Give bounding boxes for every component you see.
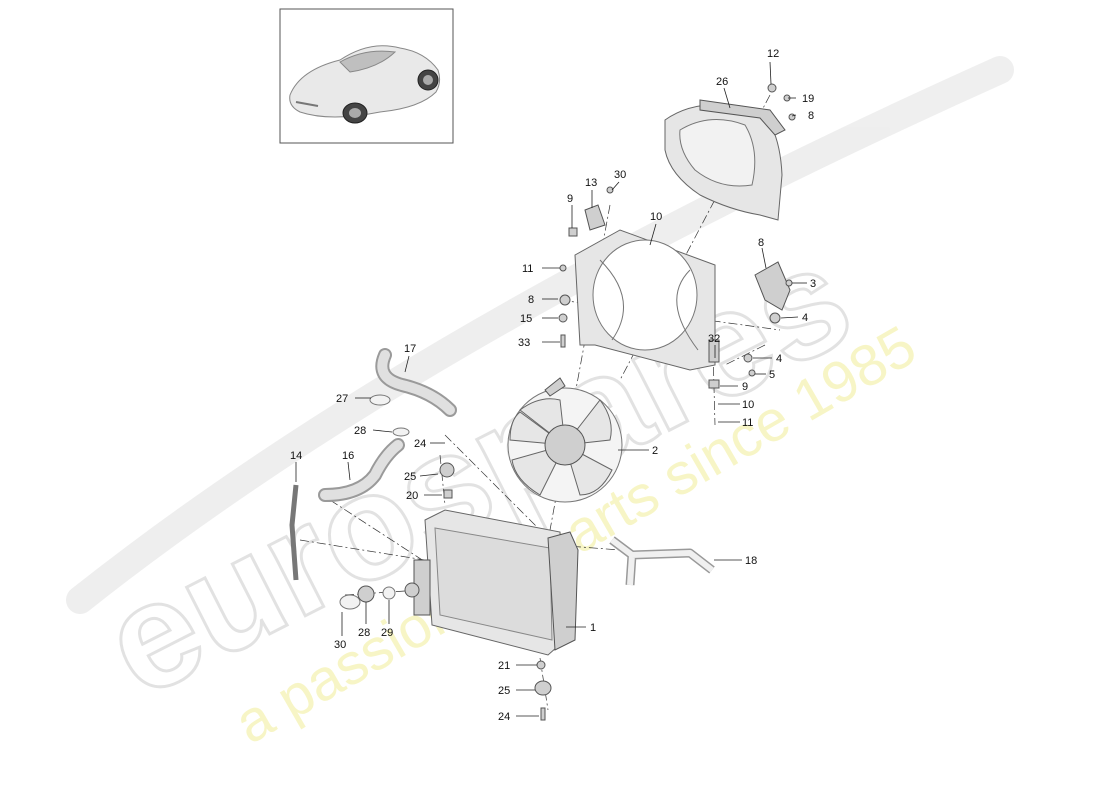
part-26-fan-shroud xyxy=(664,99,786,221)
callout-4-lower: 4 xyxy=(776,353,782,365)
callout-30: 30 xyxy=(334,639,346,651)
callout-4-upper: 4 xyxy=(802,312,808,324)
callout-14: 12 xyxy=(767,48,779,60)
callout-2: 2 xyxy=(652,445,658,457)
callout-32: 32 xyxy=(708,333,720,345)
part-12-fan-frame xyxy=(574,229,716,371)
callout-24-upper: 24 xyxy=(414,438,426,450)
part-20-hose xyxy=(609,536,715,586)
callout-16: 14 xyxy=(290,450,302,462)
car-illustration xyxy=(289,45,441,124)
callout-25-upper: 25 xyxy=(404,471,416,483)
part-15-bracket xyxy=(584,204,606,231)
vehicle-thumbnail xyxy=(279,8,454,144)
callout-12: 10 xyxy=(650,211,662,223)
callout-3: 3 xyxy=(810,278,816,290)
callout-15: 13 xyxy=(585,177,597,189)
part-18-hose xyxy=(318,438,405,502)
callout-28: 28 xyxy=(358,627,370,639)
part-16-rod xyxy=(289,484,299,581)
callout-20: 18 xyxy=(745,555,757,567)
callout-22: 20 xyxy=(406,490,418,502)
part-2-fan xyxy=(507,377,623,503)
callout-5: 5 xyxy=(769,369,775,381)
callout-18: 16 xyxy=(342,450,354,462)
callout-labels: 12 26 19 8 30 13 9 10 8 11 3 8 15 4 33 3… xyxy=(290,48,816,723)
callout-13: 11 xyxy=(522,263,533,275)
part-1-radiator xyxy=(413,509,579,656)
callout-8-upper: 9 xyxy=(567,193,573,205)
callout-7: 8 xyxy=(808,110,814,122)
callout-27-lower: 28 xyxy=(354,425,366,437)
callout-17: 15 xyxy=(520,313,532,325)
callout-33: 33 xyxy=(518,337,530,349)
callout-6: 8 xyxy=(758,237,764,249)
callout-1: 1 xyxy=(590,622,596,634)
callout-31: 30 xyxy=(614,169,626,181)
leader-lines xyxy=(295,61,807,717)
callout-25-lower: 25 xyxy=(498,685,510,697)
callout-10: 10 xyxy=(742,399,754,411)
part-6-bracket xyxy=(754,261,791,311)
callout-8-lower: 8 xyxy=(528,294,534,306)
callout-21: 19 xyxy=(802,93,814,105)
callout-29: 29 xyxy=(381,627,393,639)
callout-27-upper: 27 xyxy=(336,393,348,405)
callout-23: 21 xyxy=(498,660,510,672)
hardware-pieces xyxy=(339,83,796,721)
callout-11: 11 xyxy=(742,417,753,429)
watermark-brand: eurospares xyxy=(78,212,875,729)
callout-19: 17 xyxy=(404,343,416,355)
callout-26: 26 xyxy=(716,76,728,88)
callout-24-lower: 24 xyxy=(498,711,510,723)
part-19-hose xyxy=(375,348,457,417)
callout-9: 9 xyxy=(742,381,748,393)
